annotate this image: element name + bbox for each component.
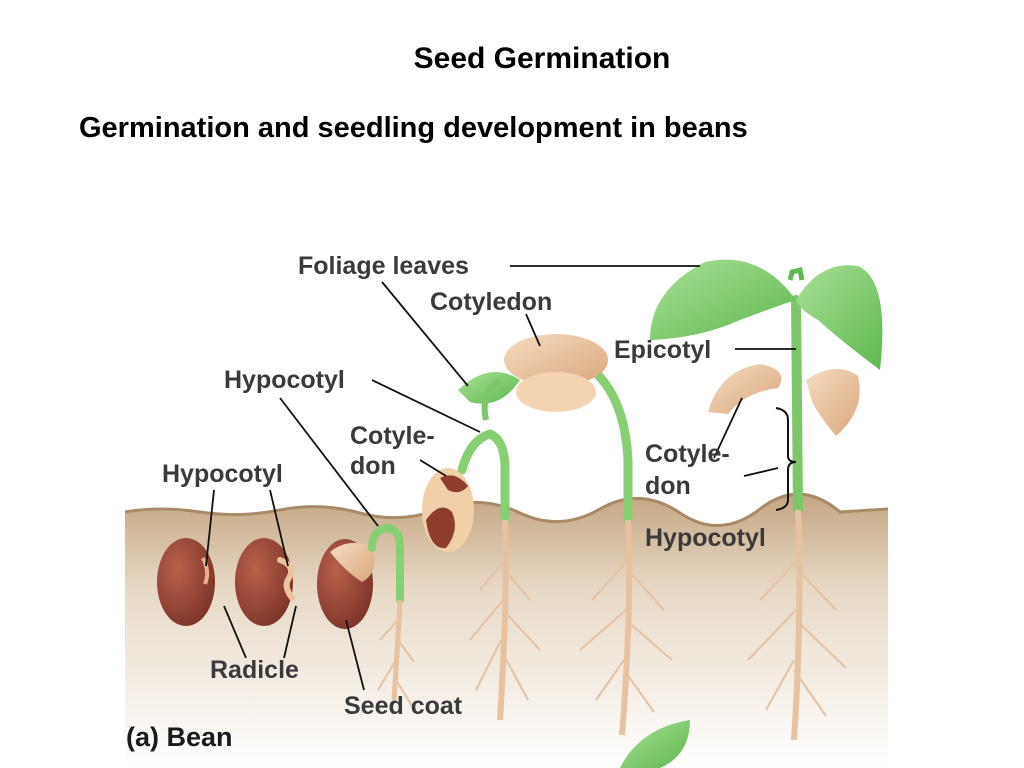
stage3-seedling	[317, 523, 415, 707]
label-cotyledon-stage3-line2: don	[350, 452, 396, 480]
page-title: Seed Germination	[413, 42, 671, 75]
stage4-seedling	[422, 429, 541, 721]
page-subtitle: Germination and seedling development in …	[79, 112, 748, 144]
label-cotyledon: Cotyledon	[430, 288, 552, 316]
partial-leaf	[620, 720, 690, 768]
label-seed-coat: Seed coat	[344, 692, 463, 720]
label-foliage-leaves: Foliage leaves	[298, 252, 469, 280]
label-radicle: Radicle	[210, 656, 299, 684]
label-epicotyl: Epicotyl	[614, 336, 711, 364]
label-hypocotyl-stage1: Hypocotyl	[162, 460, 283, 488]
stage6-seedling	[650, 259, 883, 741]
label-cotyledon-stage5-line2: don	[645, 472, 691, 500]
diagram-caption: (a) Bean	[126, 722, 233, 752]
stage5-seedling	[458, 334, 673, 736]
stage1-seed	[157, 538, 215, 626]
label-hypocotyl-stage3: Hypocotyl	[224, 366, 345, 394]
label-cotyledon-stage5-line1: Cotyle-	[645, 440, 730, 468]
label-cotyledon-stage3-line1: Cotyle-	[350, 422, 435, 450]
label-hypocotyl-stage5: Hypocotyl	[645, 524, 766, 552]
label-leader-lines	[205, 265, 796, 691]
soil-surface-line	[124, 492, 889, 527]
